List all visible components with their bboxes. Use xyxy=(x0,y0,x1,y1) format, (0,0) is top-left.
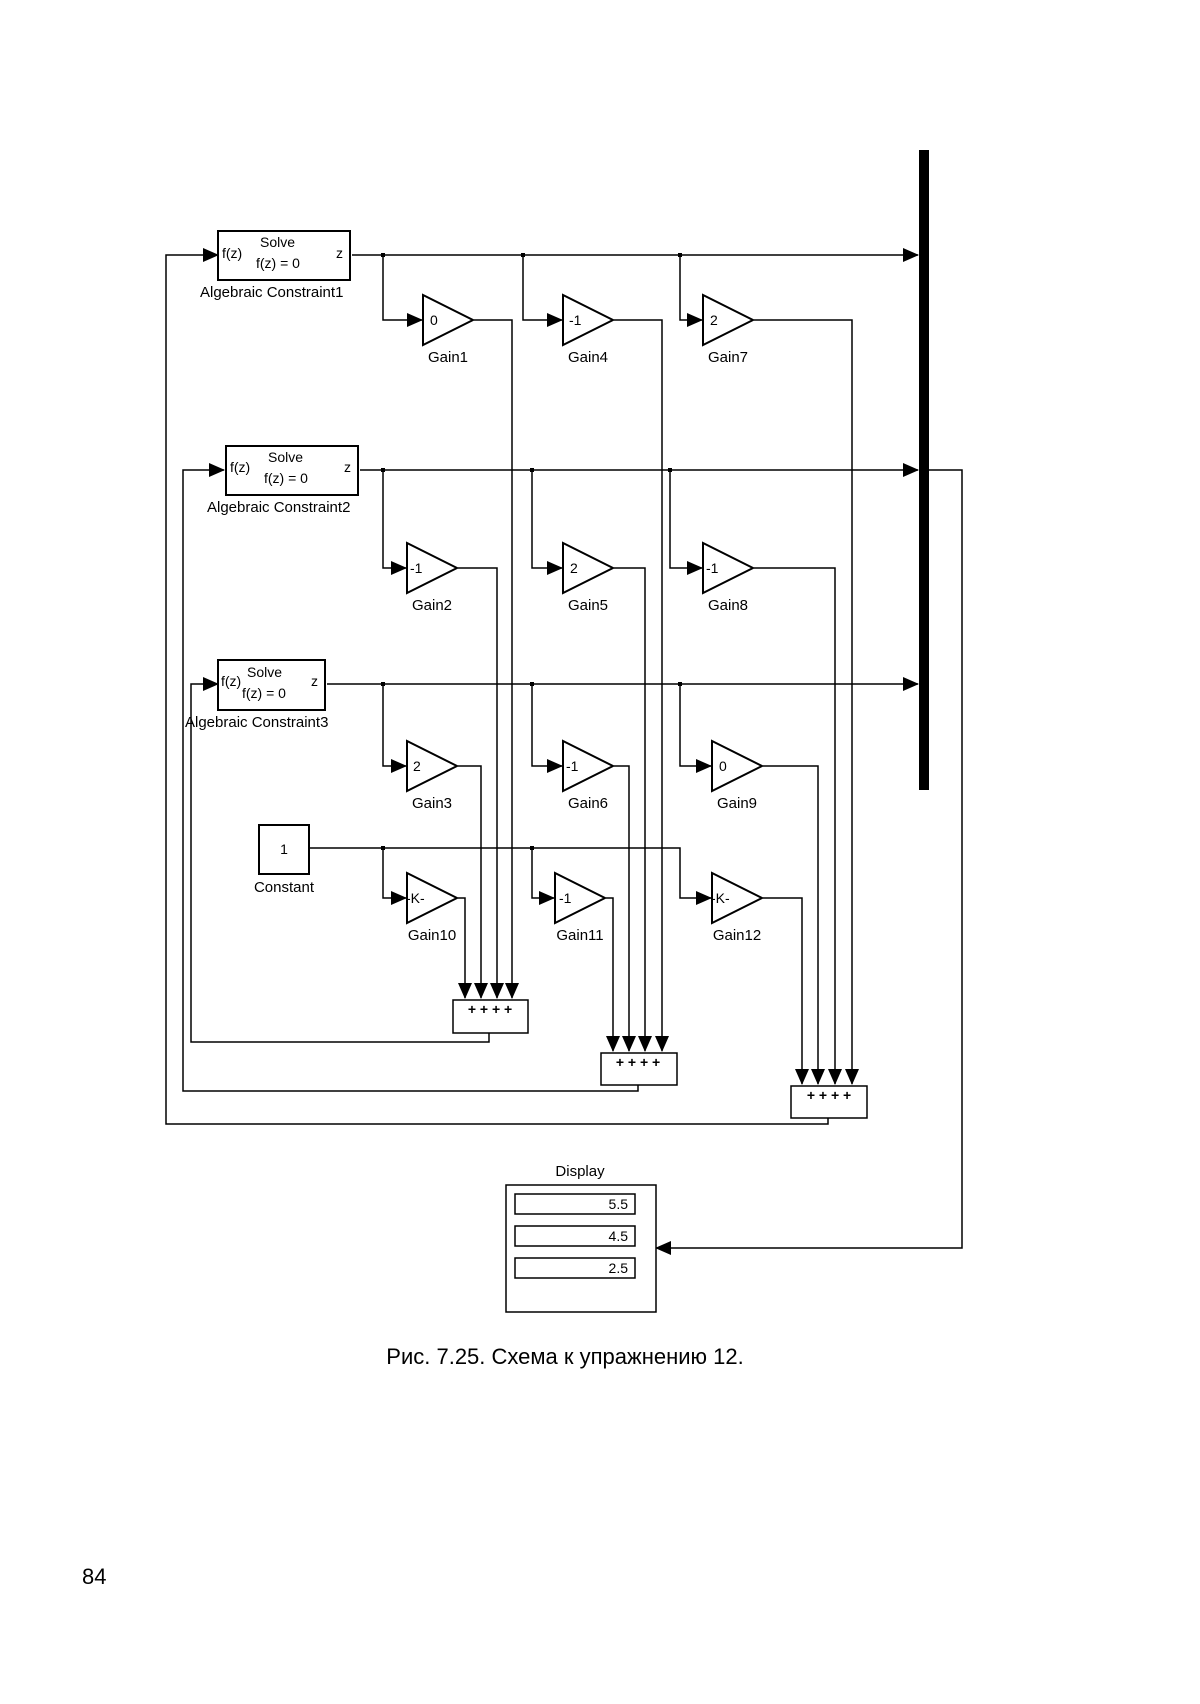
gain9-label: Gain9 xyxy=(717,795,757,812)
ac2-output-port-label: z xyxy=(344,459,351,475)
gain7-label: Gain7 xyxy=(708,349,748,366)
ac1-input-port-label: f(z) xyxy=(222,245,242,261)
gain9-value: 0 xyxy=(719,758,727,774)
gain10-label: Gain10 xyxy=(408,927,456,944)
gain2-value: -1 xyxy=(410,560,423,576)
gain4-value: -1 xyxy=(569,312,582,328)
gain5-value: 2 xyxy=(570,560,578,576)
ac1-solve-text: Solve xyxy=(260,234,295,250)
ac1-output-port-label: z xyxy=(336,245,343,261)
ac2-solve-text: Solve xyxy=(268,449,303,465)
constant-block[interactable]: 1 Constant xyxy=(254,824,315,896)
gain-block-gain10[interactable]: -K- Gain10 xyxy=(406,871,460,944)
gain1-label: Gain1 xyxy=(428,349,468,366)
ac2-equation-text: f(z) = 0 xyxy=(264,470,308,486)
gain3-value: 2 xyxy=(413,758,421,774)
sum-block-3[interactable]: + + + + xyxy=(790,1085,868,1119)
gain12-label: Gain12 xyxy=(713,927,761,944)
ac2-input-port-label: f(z) xyxy=(230,459,250,475)
gain3-label: Gain3 xyxy=(412,795,452,812)
gain6-value: -1 xyxy=(566,758,579,774)
gain-block-gain8[interactable]: -1 Gain8 xyxy=(702,541,756,614)
constant-value: 1 xyxy=(280,841,288,857)
algebraic-constraint-2[interactable]: f(z) Solve f(z) = 0 z Algebraic Constrai… xyxy=(207,445,359,516)
branch-points xyxy=(381,253,682,850)
gain7-value: 2 xyxy=(710,312,718,328)
display-label: Display xyxy=(555,1163,605,1180)
ac3-output-port-label: z xyxy=(311,673,318,689)
page-number: 84 xyxy=(82,1564,107,1589)
gain2-label: Gain2 xyxy=(412,597,452,614)
constant-label: Constant xyxy=(254,879,315,896)
display-value-3: 2.5 xyxy=(609,1260,629,1276)
gain6-label: Gain6 xyxy=(568,795,608,812)
gain-block-gain4[interactable]: -1 Gain4 xyxy=(562,293,616,366)
gain-block-gain9[interactable]: 0 Gain9 xyxy=(711,739,765,812)
algebraic-constraint-1[interactable]: f(z) Solve f(z) = 0 z Algebraic Constrai… xyxy=(200,230,351,301)
algebraic-constraint-3[interactable]: f(z) Solve f(z) = 0 z Algebraic Constrai… xyxy=(185,659,328,731)
gain1-value: 0 xyxy=(430,312,438,328)
gain12-value: -K- xyxy=(711,890,730,906)
ac3-label: Algebraic Constraint3 xyxy=(185,714,328,731)
ac1-label: Algebraic Constraint1 xyxy=(200,284,343,301)
ac3-input-port-label: f(z) xyxy=(221,673,241,689)
gain8-value: -1 xyxy=(706,560,719,576)
ac2-label: Algebraic Constraint2 xyxy=(207,499,350,516)
gain-block-gain6[interactable]: -1 Gain6 xyxy=(562,739,616,812)
display-block[interactable]: Display 5.5 4.5 2.5 xyxy=(505,1163,657,1313)
sum3-signs: + + + + xyxy=(807,1087,851,1103)
ac3-equation-text: f(z) = 0 xyxy=(242,685,286,701)
gain-block-gain11[interactable]: -1 Gain11 xyxy=(554,871,608,944)
gain8-label: Gain8 xyxy=(708,597,748,614)
gain10-value: -K- xyxy=(406,890,425,906)
sum1-signs: + + + + xyxy=(468,1001,512,1017)
gain-block-gain1[interactable]: 0 Gain1 xyxy=(422,293,476,366)
mux-bar[interactable] xyxy=(919,150,929,790)
gain11-value: -1 xyxy=(559,890,572,906)
figure-caption: Рис. 7.25. Схема к упражнению 12. xyxy=(386,1344,744,1369)
sum-block-2[interactable]: + + + + xyxy=(600,1052,678,1086)
sum-block-1[interactable]: + + + + xyxy=(452,999,529,1034)
gain5-label: Gain5 xyxy=(568,597,608,614)
gain4-label: Gain4 xyxy=(568,349,608,366)
gain-block-gain2[interactable]: -1 Gain2 xyxy=(406,541,460,614)
ac3-solve-text: Solve xyxy=(247,664,282,680)
gain-block-gain3[interactable]: 2 Gain3 xyxy=(406,739,460,812)
ac1-equation-text: f(z) = 0 xyxy=(256,255,300,271)
sum2-signs: + + + + xyxy=(616,1054,660,1070)
display-value-1: 5.5 xyxy=(609,1196,629,1212)
gain-block-gain5[interactable]: 2 Gain5 xyxy=(562,541,616,614)
gain11-label: Gain11 xyxy=(556,927,603,944)
gain-block-gain7[interactable]: 2 Gain7 xyxy=(702,293,756,366)
gain-block-gain12[interactable]: -K- Gain12 xyxy=(711,871,765,944)
signal-wires xyxy=(165,248,963,1255)
display-value-2: 4.5 xyxy=(609,1228,629,1244)
